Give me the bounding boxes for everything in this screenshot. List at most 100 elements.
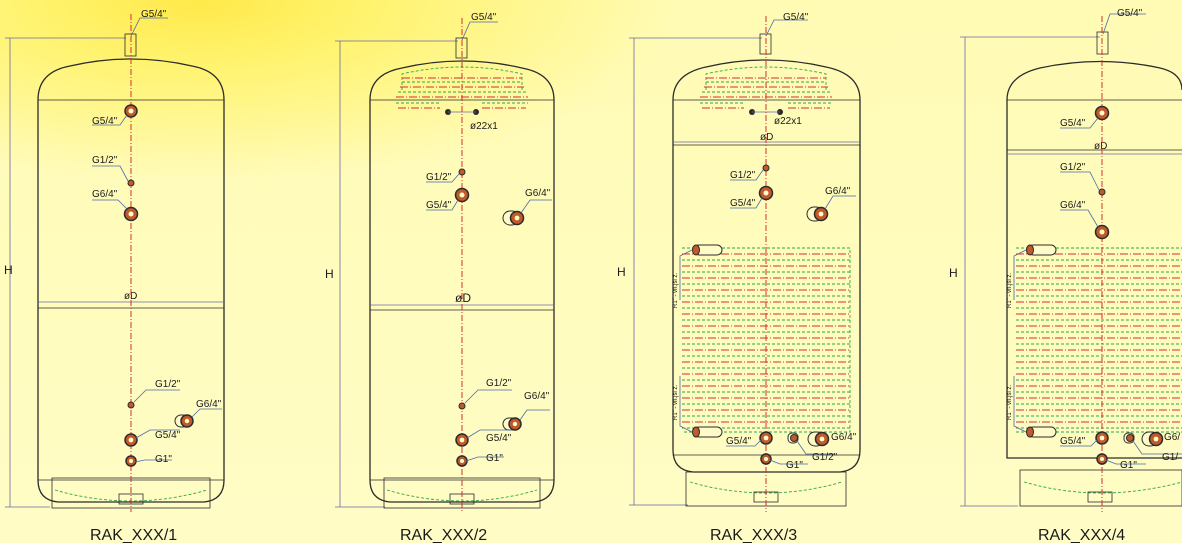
label-low3: G5/4" (155, 430, 181, 441)
height-label: H (949, 266, 958, 280)
label-bottom: G1" (786, 460, 803, 471)
port-g12-icon (762, 164, 770, 172)
leader-low4 (1132, 440, 1182, 455)
leader-top (461, 21, 498, 41)
leader-top (765, 19, 808, 37)
label-port2: G1/2" (92, 155, 118, 166)
leader-bottom (769, 459, 808, 465)
leader-bottom (465, 456, 504, 462)
leader-low3 (1060, 439, 1098, 447)
label-low3: G5/4" (486, 433, 512, 444)
leader-low3 (726, 439, 762, 447)
tank-body (1006, 60, 1182, 459)
base-skirt (1019, 469, 1182, 507)
label-top: G5/4" (783, 12, 809, 23)
bottom-dome-hidden (1023, 481, 1182, 494)
base-opening (1087, 491, 1113, 503)
height-label: H (325, 267, 334, 281)
port-low-g12-icon (790, 434, 798, 442)
label-low2: G6/4" (524, 391, 550, 402)
leader-top (130, 17, 168, 37)
leader-low3 (135, 429, 180, 439)
diameter-label: øD (124, 291, 137, 302)
tank-3: H G5/4" øD ø22x1 (617, 12, 861, 543)
leader-port3 (824, 195, 856, 210)
leader-bottom (1105, 459, 1146, 465)
coil-lower-label: R1" - vn.jši z. (673, 385, 679, 420)
tank-body (369, 60, 555, 503)
tank-body (37, 58, 225, 503)
leader-port2 (92, 165, 129, 182)
tank-title: RAK_XXX/2 (400, 527, 487, 543)
tank-title: RAK_XXX/4 (1038, 527, 1125, 543)
coil-lower-label: R1" - vn.jši z. (1007, 385, 1013, 420)
diameter-label: øD (760, 132, 773, 143)
label-port1: G5/4" (730, 198, 756, 209)
leader-port1 (426, 199, 459, 211)
base-opening (118, 493, 144, 505)
leader-port2 (730, 169, 764, 181)
label-top: G5/4" (471, 12, 497, 23)
leader-port1 (730, 197, 763, 209)
label-bottom: G1" (486, 453, 503, 464)
leader-port3 (1060, 209, 1099, 228)
tank-title: RAK_XXX/1 (90, 527, 177, 543)
leader-top (1102, 13, 1146, 35)
label-top: G5/4" (141, 9, 167, 20)
label-bottom: G1" (1120, 460, 1137, 471)
tank-1: H G5/4" øD G5/4" G1/2" G6/4" G1/2" G6/ (4, 9, 225, 543)
label-low3: G5/4" (1060, 436, 1086, 447)
port-low-g12-icon (458, 402, 466, 410)
label-port2: G1/2" (1060, 162, 1086, 173)
label-port1: G5/4" (1060, 118, 1086, 129)
heat-exchanger-coil (1016, 247, 1182, 433)
label-bottom: G1" (155, 454, 172, 465)
port-g12-icon (127, 179, 135, 187)
height-label: H (617, 265, 626, 279)
port-g12-icon (1098, 188, 1106, 196)
leader-port1 (1060, 117, 1099, 129)
label-port3: G6/4" (825, 186, 851, 197)
label-port2: G1/2" (426, 172, 452, 183)
port-g12-icon (458, 168, 466, 176)
label-low2: G6/4" (831, 432, 857, 443)
label-low2: G6/4" (196, 399, 222, 410)
coil-label: ø22x1 (774, 116, 802, 127)
leader-low4 (796, 440, 834, 455)
tank-title: RAK_XXX/3 (710, 527, 797, 543)
bottom-dome-hidden (386, 489, 538, 502)
leader-port3 (520, 199, 552, 214)
label-low3: G5/4" (726, 436, 752, 447)
label-port1: G5/4" (92, 116, 118, 127)
label-low4: G1/ (1162, 452, 1178, 463)
label-port3: G6/4" (1060, 200, 1086, 211)
label-port2: G1/2" (730, 170, 756, 181)
leader-port3 (92, 199, 128, 210)
port-low-g12-icon (1126, 434, 1134, 442)
leader-port1 (92, 114, 128, 126)
leader-low2 (519, 409, 550, 421)
label-top: G5/4" (1117, 8, 1143, 19)
height-label: H (4, 263, 13, 277)
leader-low1 (464, 389, 512, 404)
diameter-label: øD (1094, 141, 1107, 152)
leader-low2 (191, 408, 222, 418)
coil-upper-label: R1" - vn.jši z. (673, 273, 679, 308)
label-port1: G5/4" (426, 200, 452, 211)
label-low4: G1/2" (812, 452, 838, 463)
leader-low1 (133, 389, 180, 403)
label-low2: G6/ (1164, 432, 1180, 443)
label-low1: G1/2" (486, 378, 512, 389)
leader-bottom (134, 459, 172, 463)
leader-port2 (426, 173, 460, 183)
coil-label: ø22x1 (470, 121, 498, 132)
tank-2: H G5/4" øD ø22x1 G1/2" (325, 12, 555, 543)
label-port3: G6/4" (525, 188, 551, 199)
port-low-g12-icon (127, 401, 135, 409)
label-port3: G6/4" (92, 189, 118, 200)
label-low1: G1/2" (155, 379, 181, 390)
coil-upper-label: R1" - vn.jši z. (1007, 273, 1013, 308)
diameter-label: øD (455, 291, 471, 305)
